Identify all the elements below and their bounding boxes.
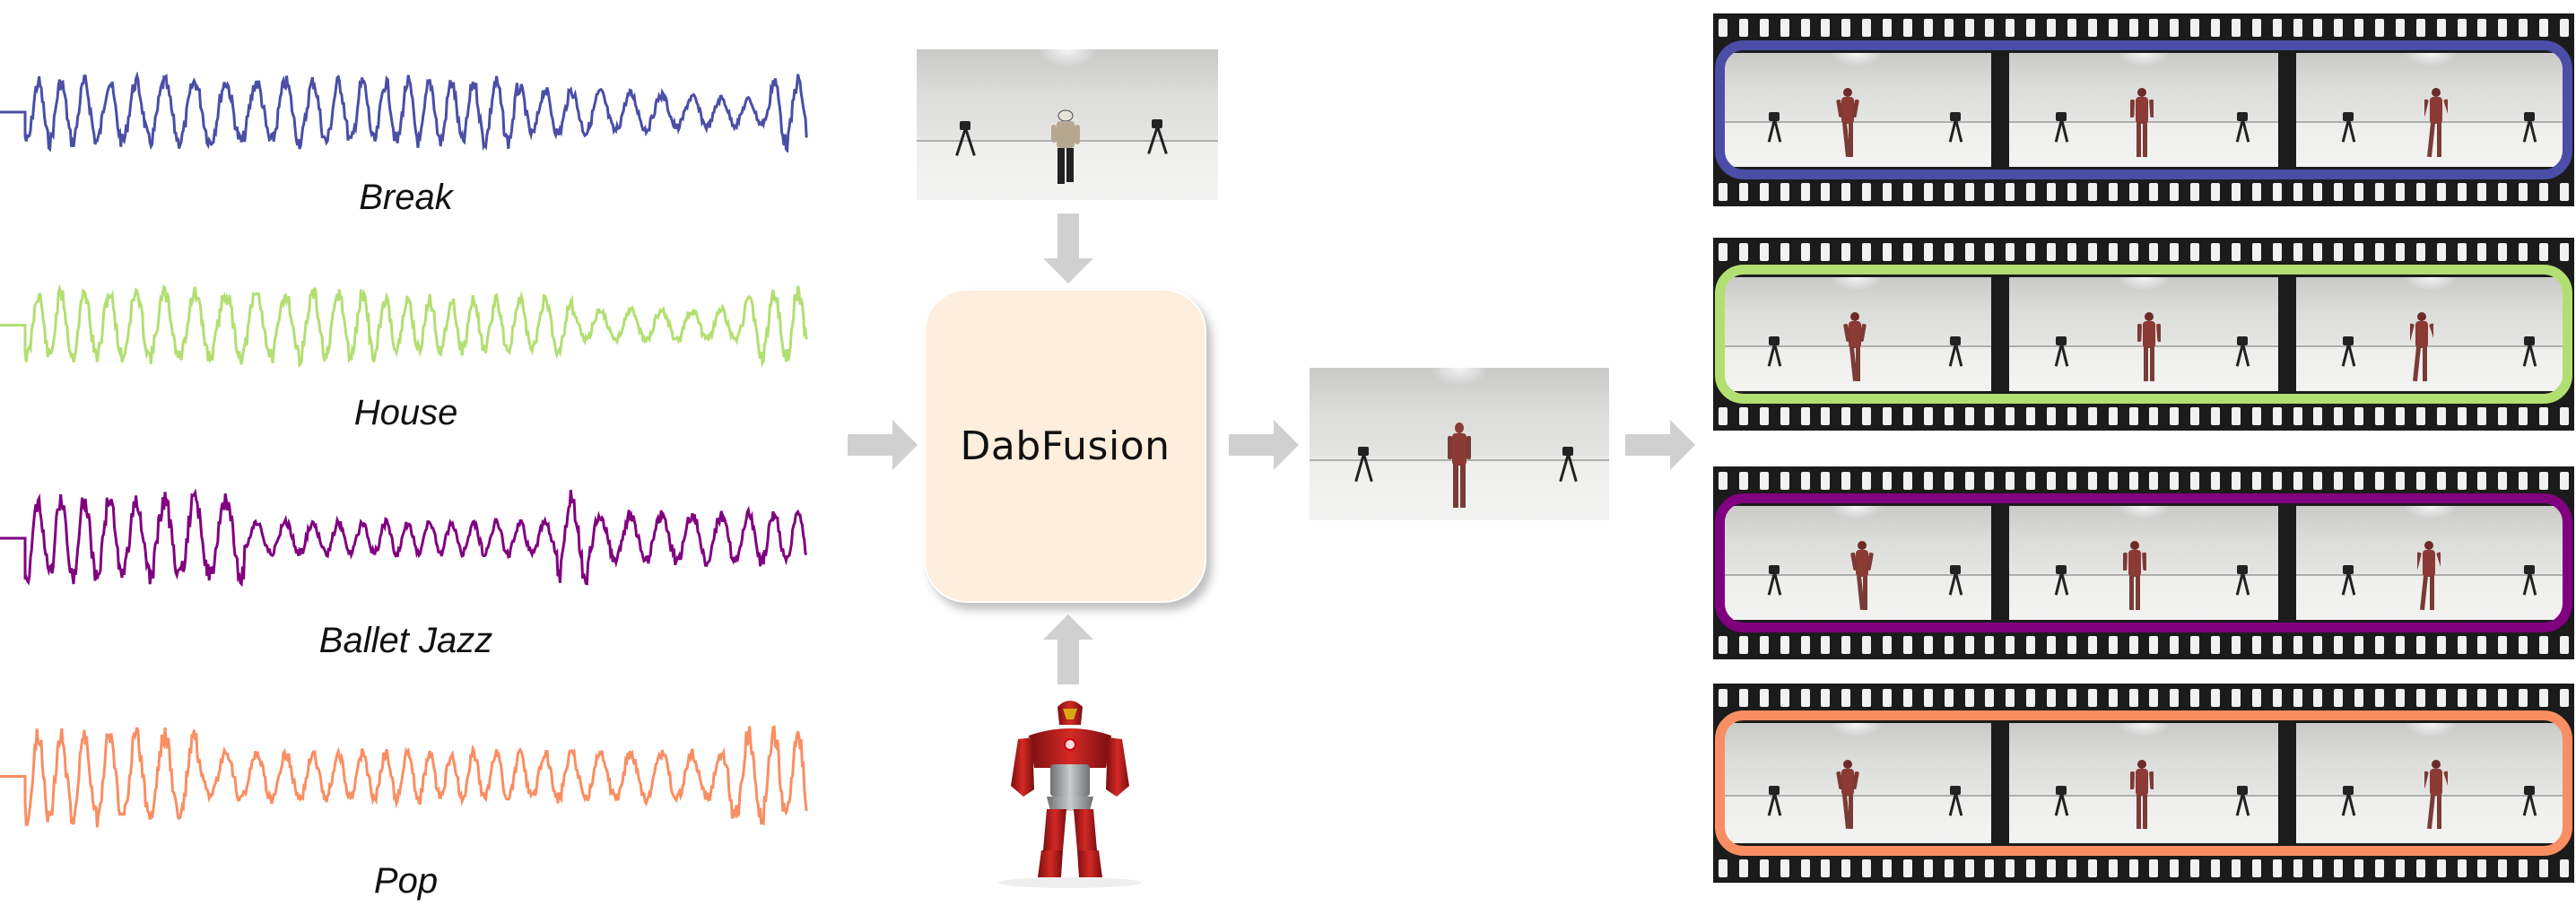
tripod-camera-icon (2339, 112, 2357, 144)
dancing-character-figure (2417, 541, 2441, 611)
video-frame (2009, 506, 2278, 620)
generated-output-image (1310, 368, 1609, 520)
dancing-character-figure (1836, 88, 1859, 158)
tripod-camera-icon (2339, 565, 2357, 597)
sprocket-holes (1719, 19, 2569, 37)
tripod-camera-icon (2339, 336, 2357, 369)
waveform-break-graphic (0, 72, 808, 152)
tripod-camera-icon (1354, 447, 1373, 483)
waveform-ballet-jazz (0, 489, 812, 588)
tripod-camera-icon (955, 121, 976, 157)
sprocket-holes (1719, 243, 2569, 261)
tripod-camera-icon (1765, 565, 1783, 597)
tripod-camera-icon (1765, 336, 1783, 369)
tripod-camera-icon (1946, 336, 1964, 369)
video-frame (1722, 723, 1991, 843)
dancing-character-figure (1850, 541, 1874, 611)
dancing-character-figure (2410, 312, 2433, 382)
armored-character-image (998, 701, 1142, 888)
video-frame (2296, 723, 2565, 843)
tripod-camera-icon (1946, 785, 1964, 818)
video-frame (2009, 723, 2278, 843)
arrow-right-icon (848, 420, 918, 470)
video-frame (1722, 53, 1991, 167)
tripod-camera-icon (2520, 565, 2538, 597)
tripod-camera-icon (1147, 119, 1168, 155)
video-frame (2296, 277, 2565, 391)
sprocket-holes (1719, 472, 2569, 490)
dancing-character-figure (1836, 760, 1859, 830)
tripod-camera-icon (1946, 112, 1964, 144)
tripod-camera-icon (2052, 565, 2070, 597)
tripod-camera-icon (1946, 565, 1964, 597)
dabfusion-model-box: DabFusion (924, 289, 1206, 603)
video-frame (1722, 506, 1991, 620)
dancing-character-figure (2424, 88, 2448, 158)
output-film-strip-house (1713, 238, 2574, 431)
arrow-down-icon (1043, 214, 1093, 283)
tripod-camera-icon (2052, 112, 2070, 144)
generated-character-figure (1448, 423, 1471, 508)
video-frame (2009, 53, 2278, 167)
tripod-camera-icon (2520, 336, 2538, 369)
tripod-camera-icon (1765, 112, 1783, 144)
tripod-camera-icon (2233, 565, 2251, 597)
label-pop: Pop (373, 861, 439, 901)
dancing-character-figure (2137, 312, 2161, 382)
tripod-camera-icon (2233, 112, 2251, 144)
tripod-camera-icon (2233, 785, 2251, 818)
video-frame (2296, 53, 2565, 167)
tripod-camera-icon (2520, 785, 2538, 818)
label-break: Break (359, 178, 453, 217)
model-label: DabFusion (960, 423, 1171, 469)
output-film-strip-ballet-jazz (1713, 466, 2574, 659)
tripod-camera-icon (2339, 785, 2357, 818)
waveform-pop (0, 725, 812, 828)
arrow-up-icon (1043, 614, 1093, 684)
waveform-pop-graphic (0, 725, 808, 828)
video-frame (2296, 506, 2565, 620)
waveform-house (0, 283, 812, 368)
dancing-character-figure (2123, 541, 2146, 611)
label-ballet-jazz: Ballet Jazz (318, 621, 493, 660)
dancing-character-figure (2130, 88, 2154, 158)
sprocket-holes (1719, 859, 2569, 877)
waveform-house-graphic (0, 283, 808, 368)
arrow-right-icon (1625, 420, 1695, 470)
reference-dance-image (917, 49, 1218, 200)
tripod-camera-icon (2233, 336, 2251, 369)
tripod-camera-icon (1559, 447, 1578, 483)
video-frame (2009, 277, 2278, 391)
waveform-break (0, 72, 812, 152)
tripod-camera-icon (2052, 336, 2070, 369)
sprocket-holes (1719, 689, 2569, 707)
waveform-ballet-jazz-graphic (0, 489, 808, 588)
output-film-strip-break (1713, 13, 2574, 206)
tripod-camera-icon (1765, 785, 1783, 818)
dancer-figure (1051, 109, 1080, 184)
tripod-camera-icon (2520, 112, 2538, 144)
video-frame (1722, 277, 1991, 391)
arrow-right-icon (1229, 420, 1299, 470)
output-film-strip-pop (1713, 684, 2574, 883)
dancing-character-figure (2130, 760, 2154, 830)
label-house: House (353, 393, 458, 432)
dancing-character-figure (2424, 760, 2448, 830)
sprocket-holes (1719, 407, 2569, 425)
sprocket-holes (1719, 636, 2569, 654)
tripod-camera-icon (2052, 785, 2070, 818)
sprocket-holes (1719, 183, 2569, 201)
dancing-character-figure (1843, 312, 1867, 382)
